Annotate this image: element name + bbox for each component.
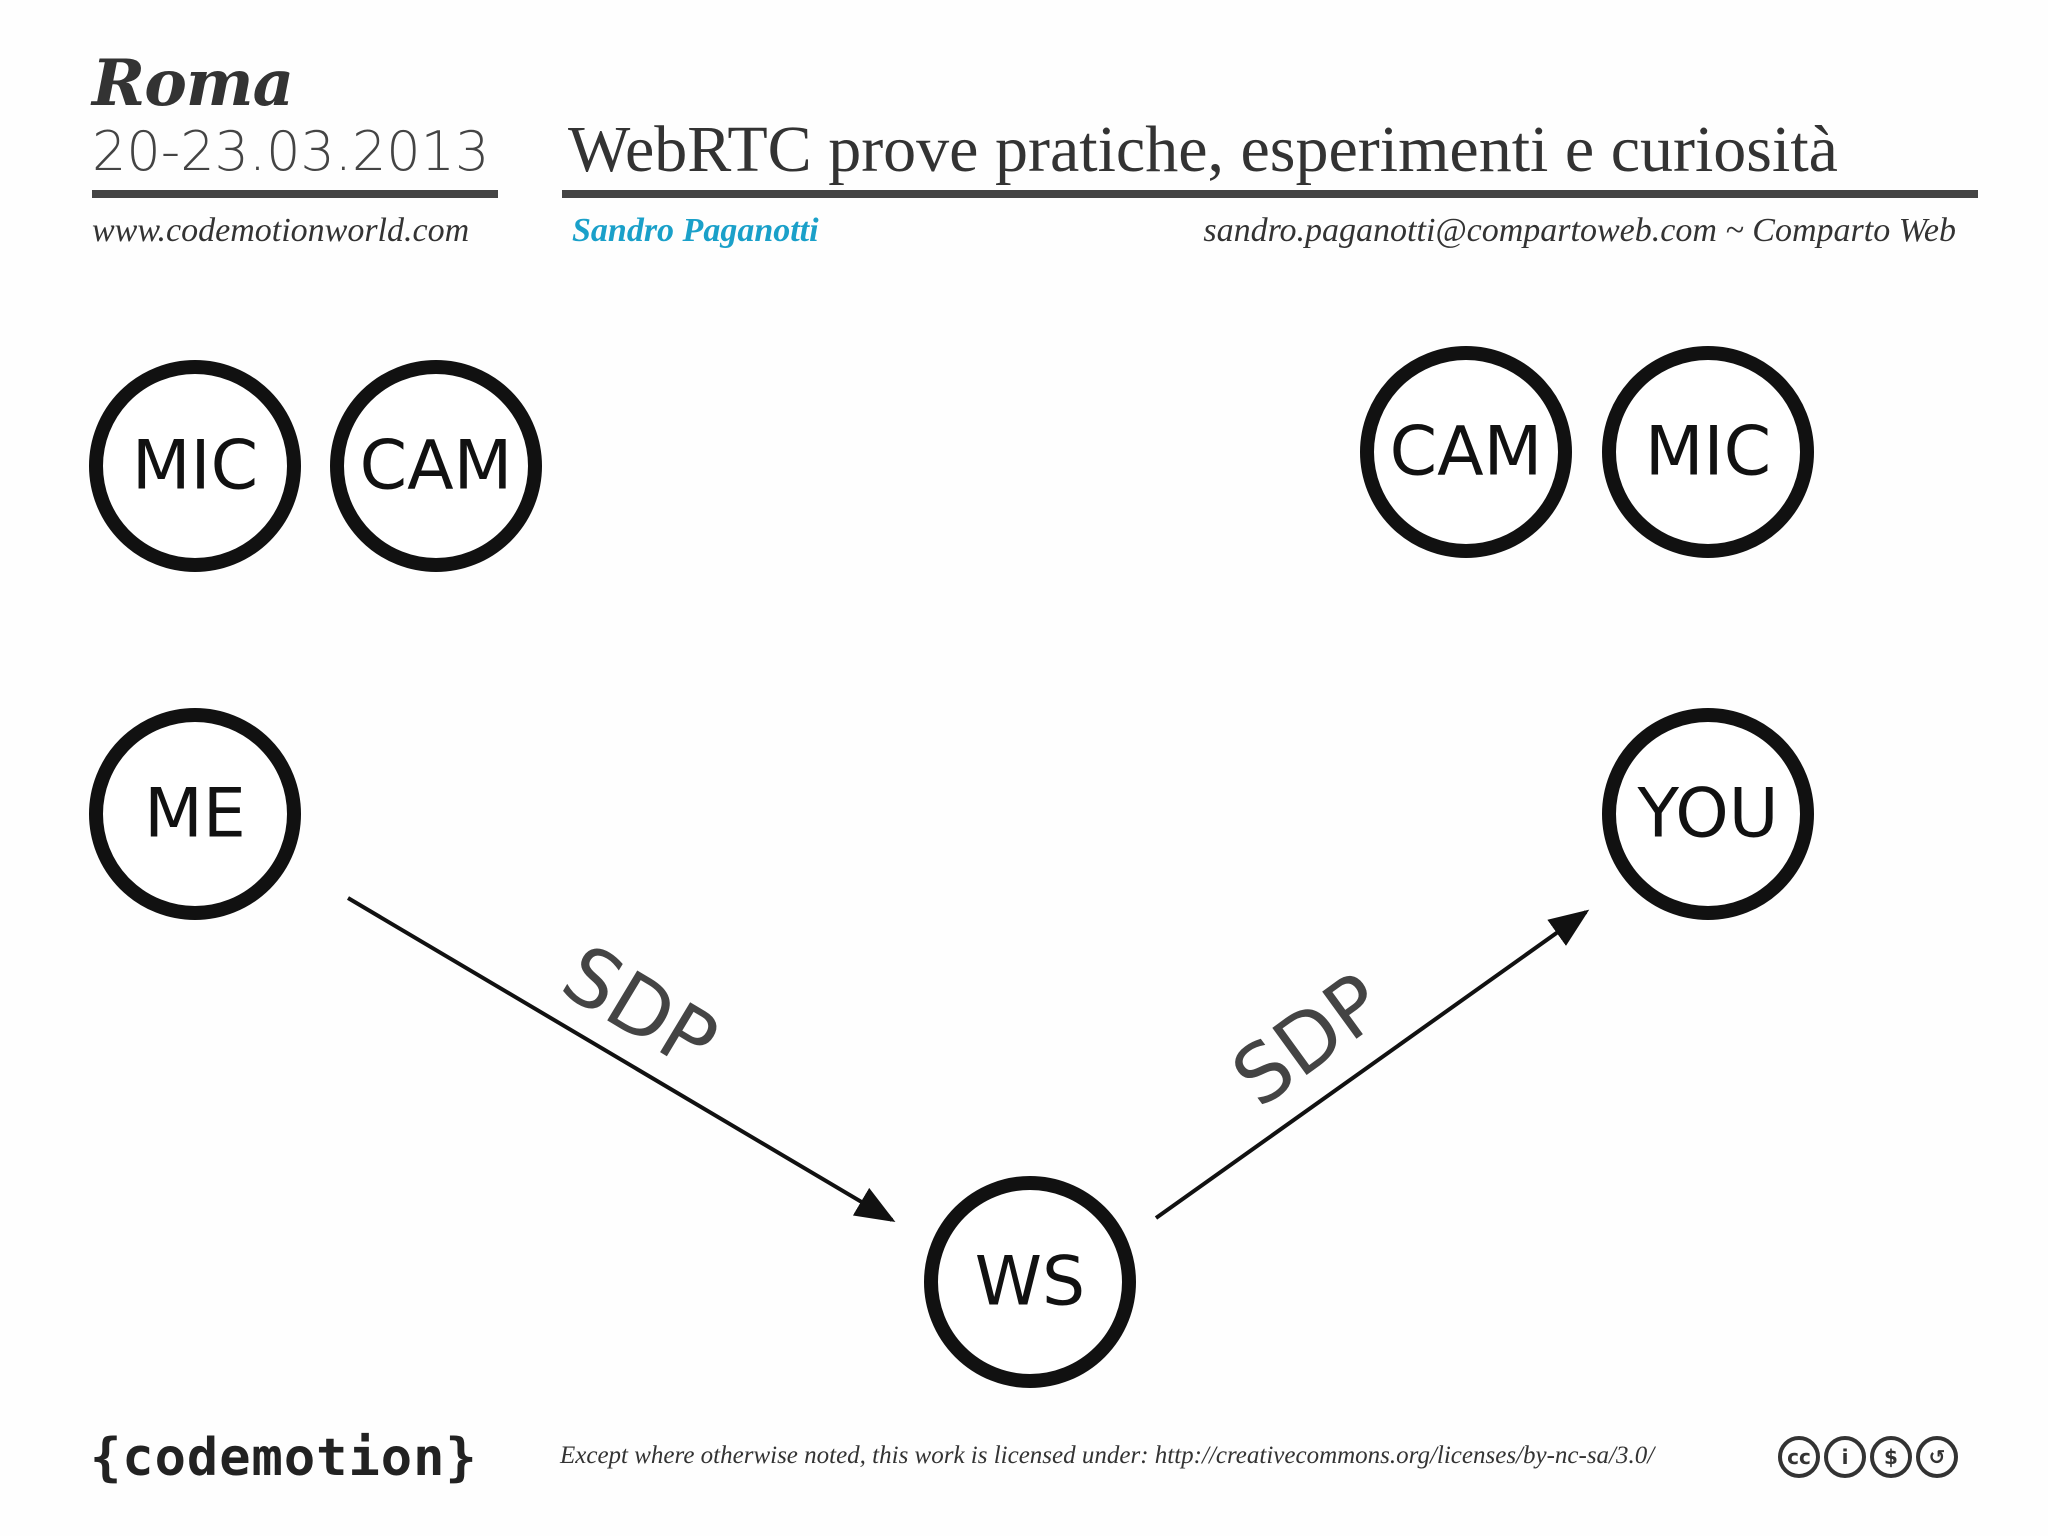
- author-contact: sandro.paganotti@compartoweb.com ~ Compa…: [1203, 212, 1956, 249]
- cam-left-label: CAM: [360, 427, 513, 506]
- header-rule-right: [562, 190, 1978, 198]
- mic-left-label: MIC: [132, 427, 258, 506]
- license-notice: Except where otherwise noted, this work …: [560, 1442, 1655, 1469]
- mic-right-label: MIC: [1645, 413, 1771, 492]
- sdp-label-right: SDP: [1216, 955, 1401, 1125]
- me-node: ME: [89, 708, 301, 920]
- codemotion-logo: {codemotion}: [90, 1428, 478, 1488]
- ws-label: WS: [975, 1243, 1085, 1322]
- ws-node: WS: [924, 1176, 1136, 1388]
- me-to-ws-arrow: [346, 896, 896, 1223]
- event-dates: 20-23.03.2013: [92, 120, 490, 183]
- cam-right-node: CAM: [1360, 346, 1572, 558]
- author-name: Sandro Paganotti: [572, 212, 819, 249]
- me-label: ME: [144, 775, 246, 854]
- cc-license-icons: cc i $ ↺: [1778, 1436, 1958, 1478]
- event-city: Roma: [92, 46, 294, 121]
- slide-title: WebRTC prove pratiche, esperimenti e cur…: [568, 113, 1838, 186]
- sdp-label-left: SDP: [547, 927, 733, 1089]
- by-icon: i: [1824, 1436, 1866, 1478]
- you-label: YOU: [1636, 775, 1778, 854]
- you-node: YOU: [1602, 708, 1814, 920]
- cam-left-node: CAM: [330, 360, 542, 572]
- header-rule-left: [92, 190, 498, 198]
- mic-left-node: MIC: [89, 360, 301, 572]
- sa-icon: ↺: [1916, 1436, 1958, 1478]
- mic-right-node: MIC: [1602, 346, 1814, 558]
- cc-icon: cc: [1778, 1436, 1820, 1478]
- event-website: www.codemotionworld.com: [92, 212, 470, 249]
- ws-to-you-arrow: [1154, 909, 1590, 1220]
- cam-right-label: CAM: [1390, 413, 1543, 492]
- nc-icon: $: [1870, 1436, 1912, 1478]
